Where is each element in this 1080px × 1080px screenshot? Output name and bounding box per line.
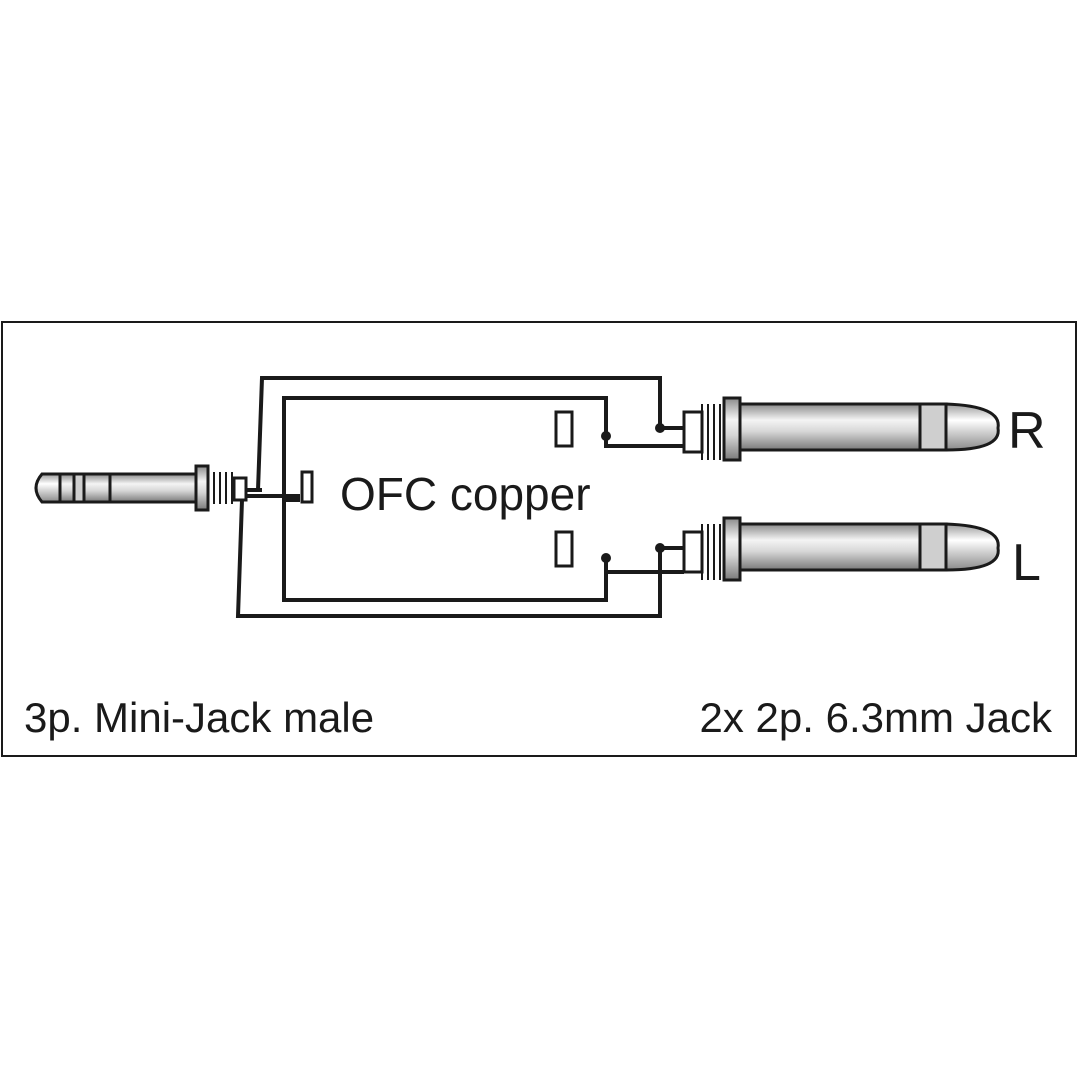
jack-r-insulator [918,402,948,452]
jack-l-solder-rings [701,524,721,580]
solder-dot-left-tip [655,543,665,553]
wiring [235,376,684,618]
shield-flags [300,410,574,568]
source-connector-label: 3p. Mini-Jack male [24,694,374,741]
mini-jack-ring-1 [58,472,76,504]
right-channel-label: R [1008,402,1046,460]
jack-r-sleeve [738,402,922,452]
solder-dot-right-sleeve [601,431,611,441]
jack-plug-left [682,516,1000,582]
jack-l-insulator [918,522,948,572]
shield-flag-right [554,410,574,448]
mini-jack-collar [194,464,210,512]
wire-right-signal [256,376,662,491]
wire-shield-right [282,396,608,502]
jack-r-solder-rings [701,404,721,460]
wire-left-signal [235,499,662,618]
jack-l-collar [722,516,742,582]
shield-flag-mini [300,470,314,504]
mini-jack-terminal [232,476,248,502]
jack-r-collar [722,396,742,462]
jack-plug-right [682,396,1000,462]
mini-jack-ring-2 [82,472,112,504]
mini-jack-plug [34,464,248,512]
jack-l-sleeve [738,522,922,572]
wire-left-sleeve-hook [604,562,684,574]
jack-r-terminal [682,410,704,454]
shield-flag-left [554,530,574,568]
jack-l-tip [944,522,1000,572]
mini-jack-sleeve [108,472,198,504]
wire-right-sleeve-hook [604,436,684,448]
mini-jack-tip [34,472,62,504]
left-channel-label: L [1012,534,1041,592]
target-connector-label: 2x 2p. 6.3mm Jack [700,694,1053,741]
jack-r-tip [944,402,1000,452]
solder-dot-right-tip [655,423,665,433]
cable-type-label: OFC copper [340,468,591,520]
jack-l-terminal [682,530,704,574]
wire-shield-left [282,500,608,602]
mini-jack-solder-rings [213,472,233,504]
solder-dots [601,423,665,563]
solder-dot-left-sleeve [601,553,611,563]
